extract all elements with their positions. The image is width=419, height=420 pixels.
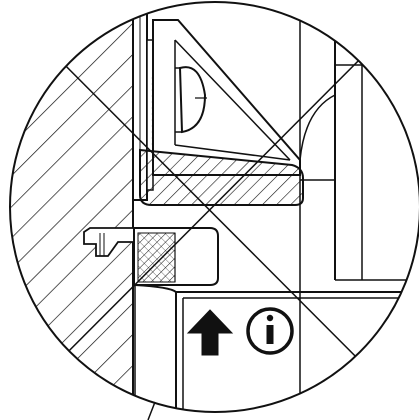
detail-circle-outline	[9, 1, 419, 413]
upper-bracket	[152, 19, 301, 176]
up-arrow-icon	[186, 309, 234, 356]
info-icon	[246, 307, 294, 355]
clip-block	[83, 227, 219, 286]
leader-line	[147, 401, 156, 420]
wall-section	[10, 2, 134, 412]
